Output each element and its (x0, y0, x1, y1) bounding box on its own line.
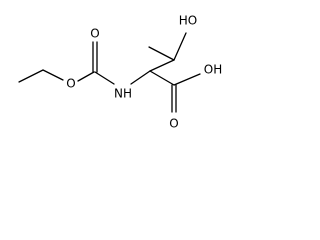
hydroxyl-label: HO (179, 14, 197, 28)
bond-beta-oh (173, 32, 187, 61)
bond-nh-alpha (130, 70, 151, 85)
bond-ethyl-ch2-o (42, 69, 64, 81)
ester-oxygen-label: O (66, 77, 75, 91)
acid-carbonyl-oxygen-label: O (169, 117, 178, 131)
bond-acid-oh (173, 73, 201, 86)
carbamate-carbonyl-oxygen-label: O (90, 27, 99, 41)
bond-beta-methyl (148, 46, 175, 61)
bond-alpha-acid-carbon (149, 70, 175, 86)
amine-label: NH (114, 87, 132, 101)
atom-labels: HO O O NH OH O (66, 14, 222, 131)
structure-diagram: HO O O NH OH O (18, 14, 222, 131)
bond-ethyl-ch3-ch2 (18, 69, 44, 83)
bond-ester-o-carbonyl (77, 71, 95, 82)
acid-hydroxyl-label: OH (204, 63, 222, 77)
bond-carbonyl-nh (94, 71, 115, 85)
bond-alpha-beta (149, 59, 175, 72)
bonds (18, 32, 201, 113)
